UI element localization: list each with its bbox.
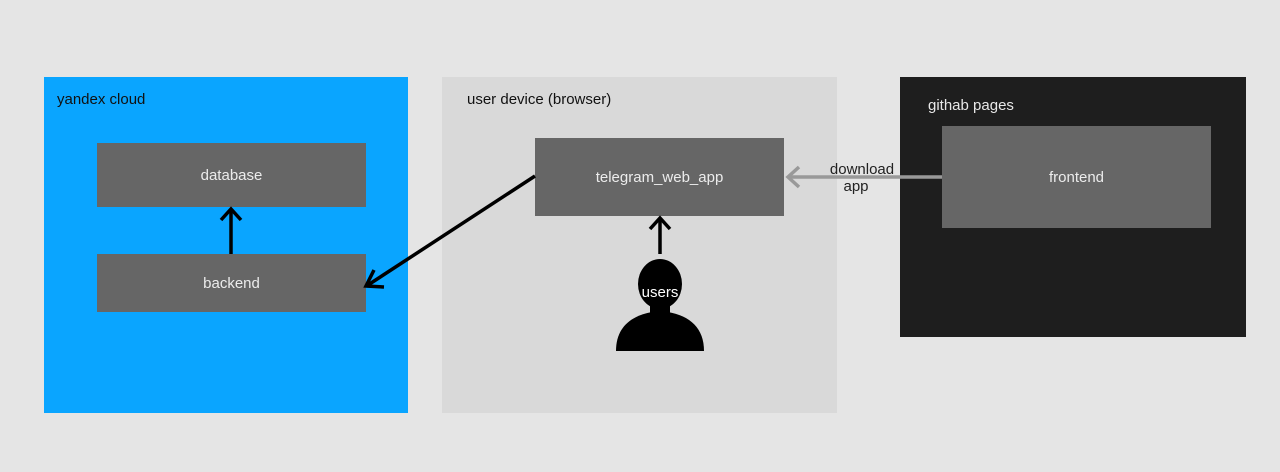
node-frontend: frontend bbox=[942, 126, 1211, 228]
arrow-backend-to-database bbox=[219, 206, 243, 254]
node-database: database bbox=[97, 143, 366, 207]
zone-title-user-device: user device (browser) bbox=[467, 91, 612, 108]
zone-yandex-cloud: yandex cloud bbox=[44, 77, 408, 413]
zone-user-device: user device (browser) bbox=[442, 77, 837, 413]
edge-label-download-app: download app bbox=[822, 161, 902, 195]
edge-label-line-2: app bbox=[843, 178, 869, 195]
zone-title-yandex-cloud: yandex cloud bbox=[57, 91, 146, 108]
arrow-frontend-to-web-app bbox=[785, 165, 942, 189]
node-telegram-web-app: telegram_web_app bbox=[535, 138, 784, 216]
node-users-label: users bbox=[641, 284, 679, 301]
zone-title-github-pages: githab pages bbox=[928, 97, 1014, 114]
node-backend: backend bbox=[97, 254, 366, 312]
edge-label-line-1: download bbox=[829, 161, 895, 178]
arrow-users-to-web-app bbox=[648, 215, 672, 254]
person-silhouette-icon bbox=[616, 259, 704, 351]
arrow-web-app-to-backend bbox=[363, 174, 536, 289]
